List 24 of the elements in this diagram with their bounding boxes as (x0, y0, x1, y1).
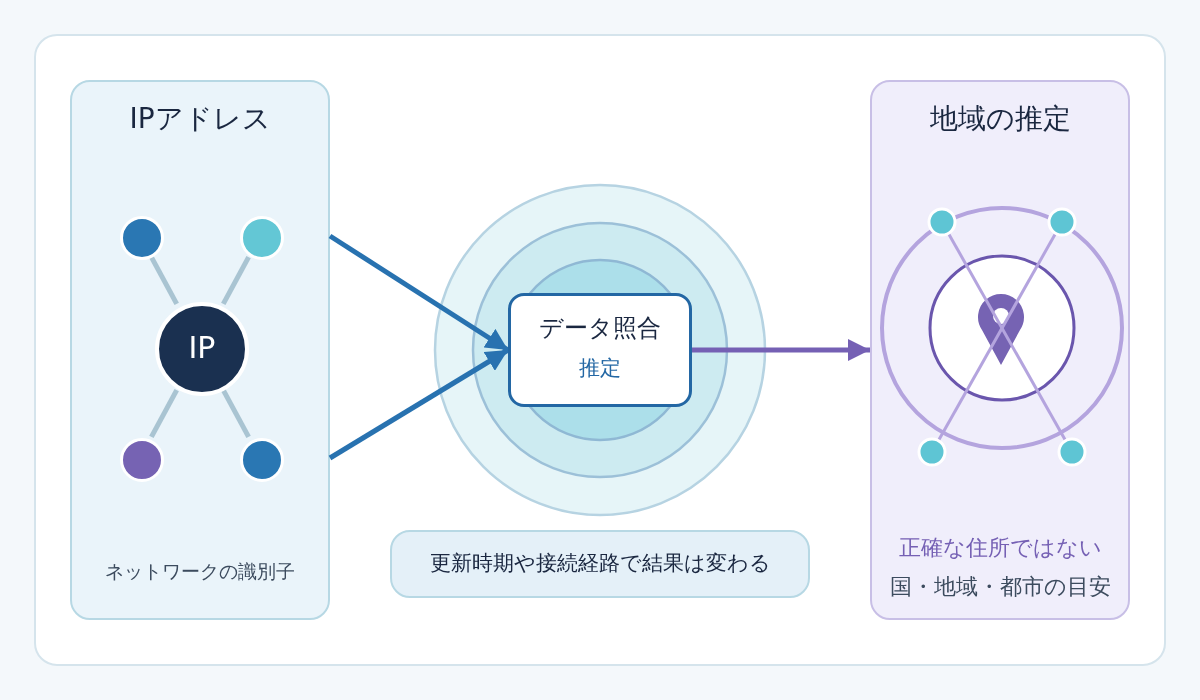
arrow (328, 347, 510, 461)
dot (240, 438, 284, 482)
arrow (328, 233, 510, 353)
dot (120, 438, 164, 482)
panel (870, 80, 1130, 620)
process-box (508, 293, 692, 407)
panel-caption: 国・地域・都市の目安 (889, 574, 1111, 601)
panel-title: IPアドレス (129, 102, 271, 136)
box-subtitle: 推定 (579, 356, 621, 382)
dot (120, 216, 164, 260)
panel-caption: ネットワークの識別子 (105, 560, 295, 583)
connector-line (221, 255, 251, 306)
note-box (390, 530, 810, 598)
panel-caption: 正確な住所ではない (898, 535, 1102, 562)
circle-label: IP (188, 330, 216, 367)
arrow (692, 339, 870, 361)
panel-title: 地域の推定 (929, 102, 1071, 136)
connector-line (149, 388, 179, 439)
box-title: データ照合 (539, 314, 661, 343)
connector-line (221, 388, 251, 439)
panel (70, 80, 330, 620)
dot (240, 216, 284, 260)
connector-line (149, 255, 179, 306)
note-text: 更新時期や接続経路で結果は変わる (429, 551, 771, 577)
